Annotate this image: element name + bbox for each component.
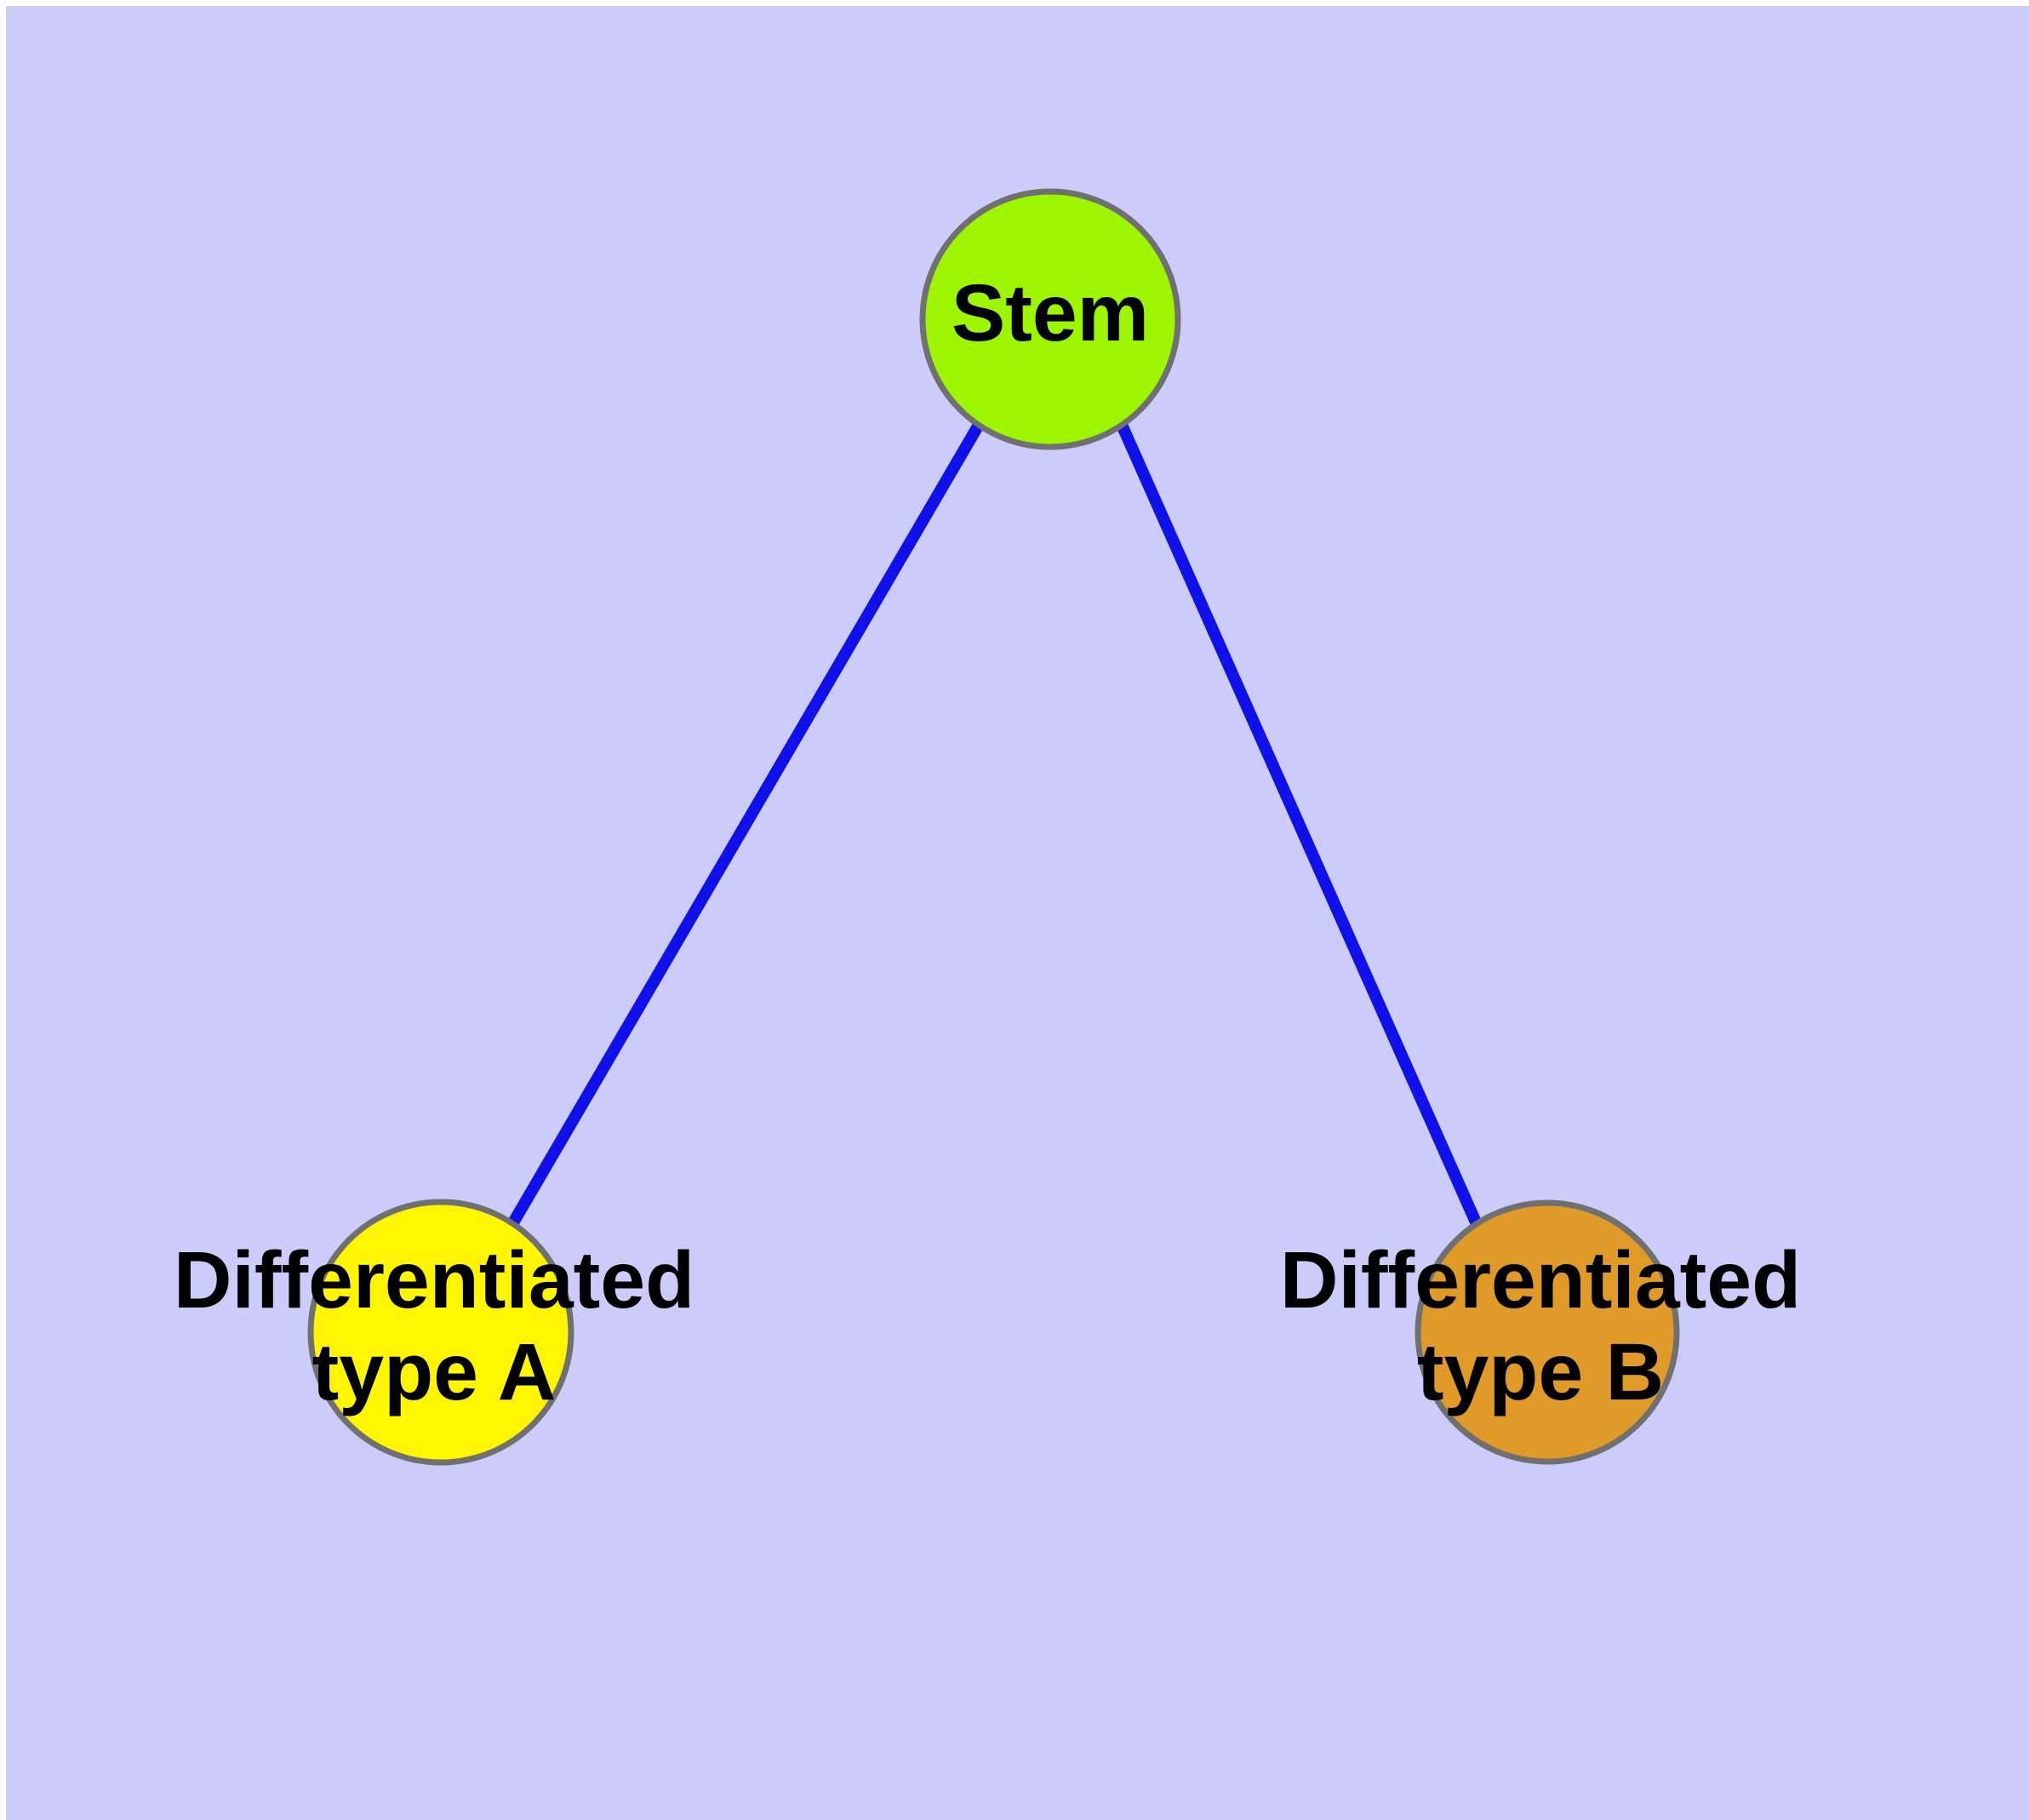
graph-edge-stem-to-diff-b[interactable] [1116,422,1483,1227]
edges-layer [506,421,1483,1228]
node-circle-diff-a[interactable] [307,1199,574,1466]
node-label-line: type B [1417,1327,1664,1417]
graph-edge-stem-to-diff-a[interactable] [506,421,985,1228]
graph-node-stem[interactable]: Stem [919,188,1181,450]
node-label-line: type A [312,1327,557,1417]
node-label-stem: Stem [952,268,1149,358]
node-label-line: Differentiated [174,1235,694,1325]
node-label-line: Stem [952,268,1149,358]
node-circle-diff-b[interactable] [1415,1199,1680,1465]
node-label-line: Differentiated [1280,1235,1801,1325]
node-circle-stem[interactable] [919,188,1181,450]
